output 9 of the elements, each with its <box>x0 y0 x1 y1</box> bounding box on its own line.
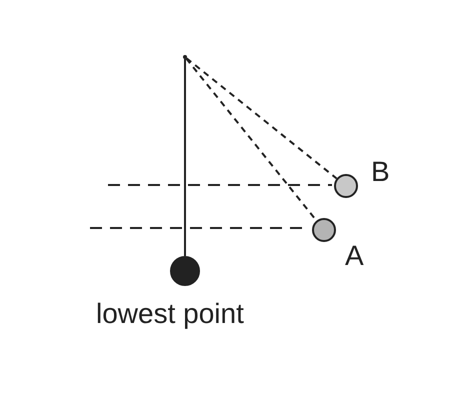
node-label: B <box>371 158 390 186</box>
pendulum-bob <box>312 218 336 242</box>
node-label: lowest point <box>96 300 244 328</box>
pendulum-bob <box>170 256 200 286</box>
pendulum-bob <box>334 174 358 198</box>
pivot-point <box>183 55 187 59</box>
pendulum-string <box>184 59 186 256</box>
node-label: A <box>345 242 364 270</box>
dashed-string <box>186 57 338 180</box>
